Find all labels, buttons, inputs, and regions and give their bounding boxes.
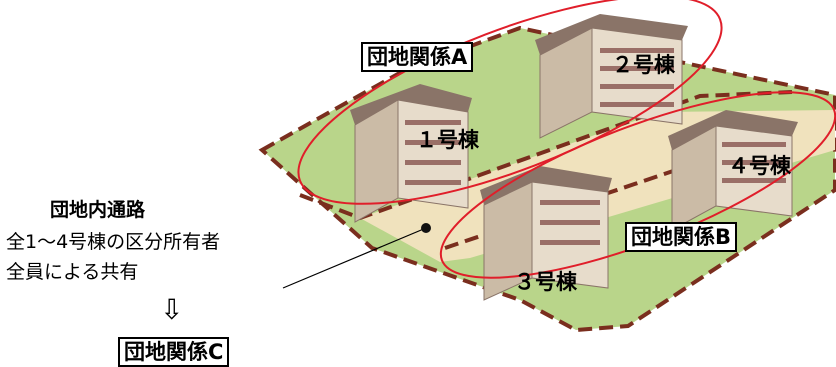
building-3-label: ３号棟 xyxy=(514,270,578,294)
road-title: 団地内通路 xyxy=(50,199,146,221)
road-description-line-1: 全1～4号棟の区分所有者 xyxy=(6,231,221,253)
road-leader-dot xyxy=(421,223,431,233)
road-boundary-upper xyxy=(299,90,793,221)
building-4-label: ４号棟 xyxy=(728,154,792,178)
group-a-label: 団地関係A xyxy=(361,42,474,72)
group-a-ellipse xyxy=(297,0,723,205)
road-leader-line xyxy=(282,227,427,289)
building-1-label: １号棟 xyxy=(416,128,480,152)
down-arrow-icon: ⇩ xyxy=(160,293,184,326)
group-c-label: 団地関係C xyxy=(118,337,230,367)
building-1 xyxy=(350,84,472,223)
group-b-label: 団地関係B xyxy=(625,222,738,252)
building-4 xyxy=(668,110,798,231)
road-description-line-2: 全員による共有 xyxy=(6,261,139,283)
building-2 xyxy=(535,14,688,139)
building-2-label: ２号棟 xyxy=(612,53,676,77)
